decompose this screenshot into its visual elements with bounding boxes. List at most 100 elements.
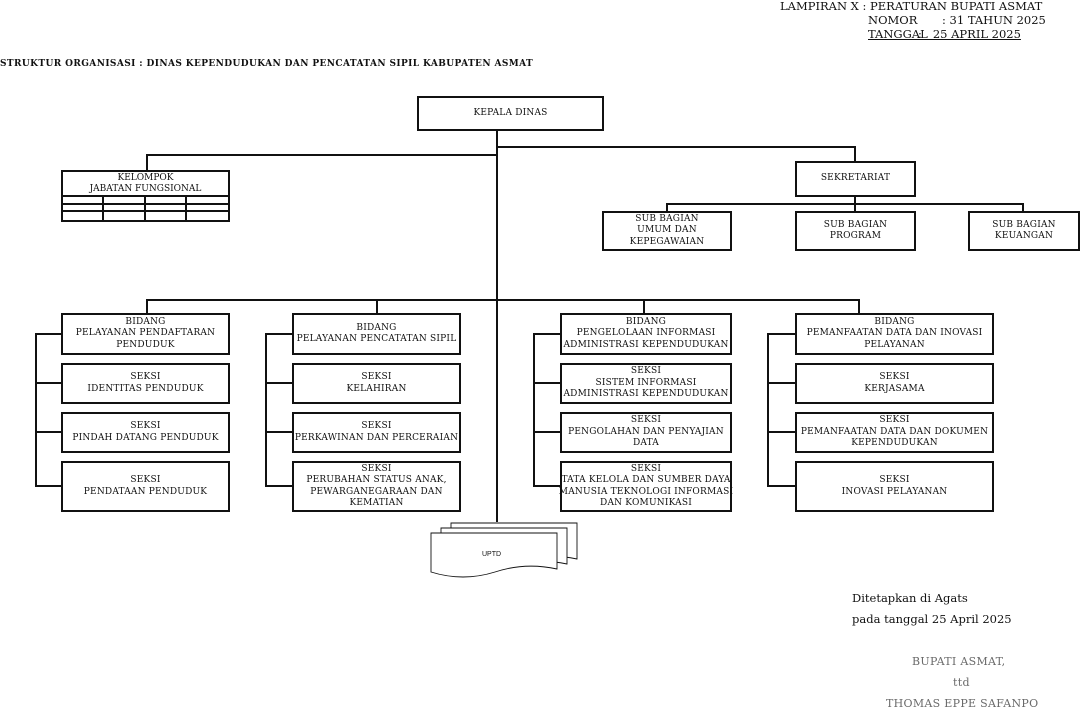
sub-bagian-line: SUB BAGIAN bbox=[823, 219, 888, 230]
connector-line bbox=[854, 196, 856, 204]
sub-bagian-keuangan-box: SUB BAGIAN KEUANGAN bbox=[968, 211, 1080, 251]
bidang-line: PENDUDUK bbox=[116, 339, 175, 350]
connector-line bbox=[376, 299, 378, 314]
seksi-kerjasama-box: SEKSI KERJASAMA bbox=[795, 363, 994, 404]
tanggal-label: TANGGAL bbox=[868, 27, 928, 41]
bidang-line: ADMINISTRASI KEPENDUDUKAN bbox=[563, 339, 729, 350]
page-title: STRUKTUR ORGANISASI : DINAS KEPENDUDUKAN… bbox=[0, 59, 534, 69]
kepala-dinas-box: KEPALA DINAS bbox=[417, 96, 604, 131]
connector-line bbox=[643, 299, 645, 314]
seksi-line: SEKSI bbox=[630, 415, 662, 426]
connector-line bbox=[767, 382, 796, 384]
seksi-line: SEKSI bbox=[361, 421, 392, 431]
seksi-line: SEKSI bbox=[361, 463, 392, 474]
connector-line bbox=[854, 203, 856, 212]
connector-line bbox=[666, 203, 668, 212]
connector-line bbox=[496, 129, 498, 522]
signature-date: pada tanggal 25 April 2025 bbox=[852, 612, 1012, 626]
sub-bagian-line: SUB BAGIAN bbox=[992, 219, 1056, 230]
seksi-line: PEWARGANEGARAAN DAN bbox=[310, 486, 443, 497]
bidang-line: PELAYANAN bbox=[864, 339, 925, 350]
seksi-inovasi-pelayanan-box: SEKSI INOVASI PELAYANAN bbox=[795, 461, 994, 512]
connector-line bbox=[35, 431, 63, 433]
kepala-dinas-label: KEPALA DINAS bbox=[473, 107, 548, 118]
connector-line bbox=[533, 382, 561, 384]
seksi-line: ADMINISTRASI KEPENDUDUKAN bbox=[563, 389, 729, 400]
seksi-kelahiran-box: SEKSI KELAHIRAN bbox=[292, 363, 461, 404]
seksi-tata-kelola-box: SEKSI TATA KELOLA DAN SUMBER DAYA MANUSI… bbox=[558, 461, 734, 512]
seksi-line: TATA KELOLA DAN SUMBER DAYA bbox=[561, 475, 731, 485]
seksi-line: KEPENDUDUKAN bbox=[851, 438, 938, 449]
seksi-line: SEKSI bbox=[879, 415, 910, 426]
kelompok-line2: JABATAN FUNGSIONAL bbox=[89, 184, 202, 194]
uptd-shape bbox=[430, 522, 578, 578]
connector-line bbox=[497, 146, 855, 148]
seksi-pendataan-penduduk-box: SEKSI PENDATAAN PENDUDUK bbox=[61, 461, 230, 512]
seksi-line: SEKSI bbox=[879, 372, 910, 382]
connector-line bbox=[533, 485, 561, 487]
connector-line bbox=[146, 299, 860, 301]
nomor-value: : 31 TAHUN 2025 bbox=[942, 13, 1046, 27]
nomor-label: NOMOR bbox=[868, 13, 918, 27]
connector-line bbox=[35, 485, 63, 487]
connector-line bbox=[533, 333, 535, 487]
bidang-line: PENGELOLAAN INFORMASI bbox=[576, 328, 716, 339]
seksi-line: SEKSI bbox=[630, 366, 662, 377]
bidang-line: BIDANG bbox=[356, 322, 397, 333]
connector-line bbox=[858, 299, 860, 314]
sub-bagian-line: SUB BAGIAN bbox=[635, 213, 699, 224]
signature-name: THOMAS EPPE SAFANPO bbox=[886, 697, 1039, 710]
connector-line bbox=[767, 333, 796, 335]
lampiran-line: LAMPIRAN X : PERATURAN BUPATI ASMAT bbox=[780, 0, 1043, 13]
seksi-line: PENDATAAN PENDUDUK bbox=[83, 486, 208, 497]
seksi-line: KELAHIRAN bbox=[346, 383, 407, 394]
seksi-pemanfaatan-dokumen-box: SEKSI PEMANFAATAN DATA DAN DOKUMEN KEPEN… bbox=[795, 412, 994, 453]
seksi-line: PERUBAHAN STATUS ANAK, bbox=[306, 475, 447, 485]
sekretariat-label: SEKRETARIAT bbox=[820, 173, 891, 184]
connector-line bbox=[767, 431, 796, 433]
seksi-line: INOVASI PELAYANAN bbox=[841, 486, 948, 497]
connector-line bbox=[767, 333, 769, 487]
connector-line bbox=[265, 431, 293, 433]
bidang-pengelolaan-informasi-box: BIDANG PENGELOLAAN INFORMASI ADMINISTRAS… bbox=[560, 313, 732, 355]
seksi-line: SEKSI bbox=[361, 372, 392, 382]
bidang-pemanfaatan-data-box: BIDANG PEMANFAATAN DATA DAN INOVASI PELA… bbox=[795, 313, 994, 355]
seksi-sistem-informasi-box: SEKSI SISTEM INFORMASI ADMINISTRASI KEPE… bbox=[560, 363, 732, 404]
connector-line bbox=[265, 333, 267, 487]
connector-line bbox=[35, 382, 63, 384]
seksi-line: MANUSIA TEKNOLOGI INFORMASI bbox=[558, 486, 734, 497]
bidang-line: PELAYANAN PENCATATAN SIPIL bbox=[296, 334, 457, 344]
connector-line bbox=[265, 382, 293, 384]
kelompok-jabatan-fungsional-box: KELOMPOK JABATAN FUNGSIONAL bbox=[61, 170, 230, 222]
seksi-line: DATA bbox=[632, 438, 660, 449]
sub-bagian-line: KEUANGAN bbox=[994, 231, 1054, 241]
connector-line bbox=[146, 154, 148, 171]
sub-bagian-line: KEPEGAWAIAN bbox=[629, 236, 705, 247]
connector-line bbox=[265, 333, 293, 335]
connector-line bbox=[767, 485, 796, 487]
sekretariat-box: SEKRETARIAT bbox=[795, 161, 916, 197]
connector-line bbox=[146, 154, 497, 156]
kelompok-header: KELOMPOK JABATAN FUNGSIONAL bbox=[63, 172, 228, 197]
connector-line bbox=[666, 203, 1023, 205]
uptd-doc-front bbox=[430, 532, 558, 578]
tanggal-value: : 25 APRIL 2025 bbox=[918, 27, 1021, 41]
seksi-pengolahan-data-box: SEKSI PENGOLAHAN DAN PENYAJIAN DATA bbox=[560, 412, 732, 453]
connector-line bbox=[533, 431, 561, 433]
bidang-pelayanan-pendaftaran-box: BIDANG PELAYANAN PENDAFTARAN PENDUDUK bbox=[61, 313, 230, 355]
seksi-line: PERKAWINAN DAN PERCERAIAN bbox=[294, 432, 459, 443]
connector-line bbox=[35, 333, 37, 487]
signature-place: Ditetapkan di Agats bbox=[852, 591, 968, 605]
seksi-line: IDENTITAS PENDUDUK bbox=[87, 383, 204, 394]
connector-line bbox=[35, 333, 63, 335]
sub-bagian-line: UMUM DAN bbox=[637, 225, 697, 236]
seksi-perubahan-status-box: SEKSI PERUBAHAN STATUS ANAK, PEWARGANEGA… bbox=[292, 461, 461, 512]
sub-bagian-program-box: SUB BAGIAN PROGRAM bbox=[795, 211, 916, 251]
seksi-line: SISTEM INFORMASI bbox=[595, 377, 697, 388]
seksi-line: SEKSI bbox=[130, 421, 161, 431]
bidang-pencatatan-sipil-box: BIDANG PELAYANAN PENCATATAN SIPIL bbox=[292, 313, 461, 355]
bidang-line: BIDANG bbox=[625, 316, 667, 327]
bidang-line: PELAYANAN PENDAFTARAN bbox=[75, 328, 216, 339]
sub-bagian-umum-box: SUB BAGIAN UMUM DAN KEPEGAWAIAN bbox=[602, 211, 732, 251]
seksi-pindah-datang-box: SEKSI PINDAH DATANG PENDUDUK bbox=[61, 412, 230, 453]
